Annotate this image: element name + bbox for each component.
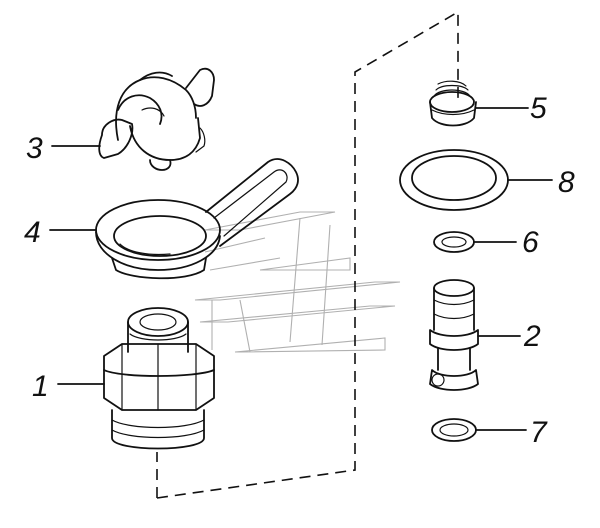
plate-part-4 <box>95 158 299 280</box>
callout-5: 5 <box>530 92 547 125</box>
plug-part-5 <box>429 80 477 127</box>
callout-1: 1 <box>32 370 49 403</box>
ring-part-8 <box>399 149 509 211</box>
callout-2: 2 <box>523 320 541 353</box>
callout-8: 8 <box>558 166 575 199</box>
watermark-logo <box>194 211 401 353</box>
callout-4: 4 <box>24 216 41 249</box>
assembly-boundary-dashed <box>156 10 459 499</box>
callout-labels: 1 2 3 4 5 6 7 8 <box>24 92 575 449</box>
ring-part-7 <box>431 418 477 442</box>
valve-stem-part-2 <box>429 279 479 391</box>
cap-part-3 <box>98 67 215 171</box>
callout-7: 7 <box>530 416 548 449</box>
callout-6: 6 <box>522 226 539 259</box>
ring-part-6 <box>433 231 475 253</box>
leader-lines <box>49 107 553 431</box>
fitting-part-1 <box>103 307 215 450</box>
callout-3: 3 <box>26 132 43 165</box>
